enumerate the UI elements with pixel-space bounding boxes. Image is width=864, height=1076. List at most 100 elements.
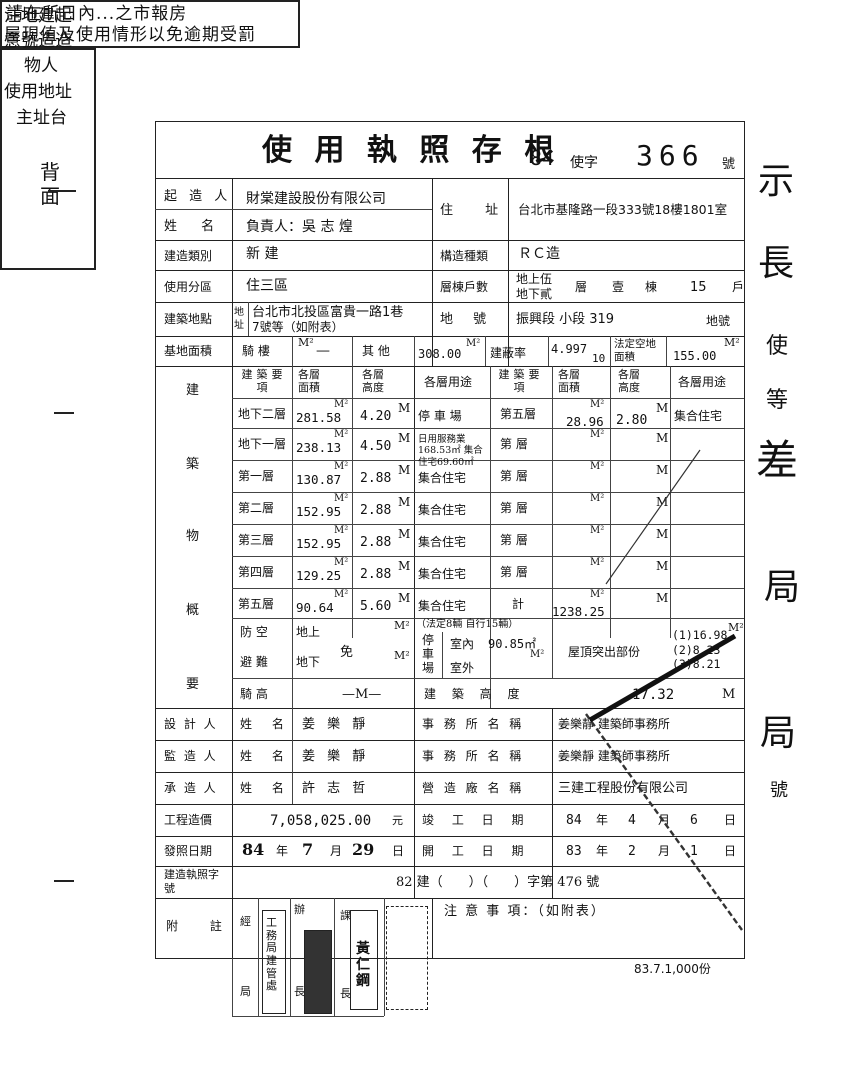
roof-label: 屋頂突出部份 [568,645,641,659]
margin-tick-3 [54,880,74,882]
other-value: 308.00 [418,347,462,361]
parking-indoor-label: 室內 [450,637,475,651]
floor-label: 地下二層 [238,407,287,421]
left-stamp-line-4: 使用地址 [4,82,72,102]
floor-height: 2.88 [360,471,392,486]
page-title: 使 用 執 照 存 根 [262,133,561,168]
remarks-notes: 注 意 事 項：（如附表） [444,904,606,919]
floor-height: 2.88 [360,503,392,518]
permit-number: 366 [636,139,705,172]
right-floor-area-unit: M² [590,525,605,536]
left-stamp-line-1: 注地建起 [4,6,72,26]
margin-char-6: 局 [764,567,801,608]
floor-height: 2.88 [360,535,392,550]
header-height-2: 各層高度 [618,368,640,395]
zone-value: 住三區 [246,278,288,294]
header-item: 建築要項 [241,368,287,395]
parking-note: （法定8輛 自行15輛） [416,619,519,630]
margin-char-1: 示 [758,161,795,202]
start-year-unit: 年 [596,844,609,858]
director-seal-text: 黃仁鋼 [356,941,370,990]
parking-label-a: 停 [422,633,435,647]
legal-open-unit: M² [724,336,740,349]
remarks-col-4: 長 [340,987,351,1000]
build-type-value: 新 建 [246,246,279,262]
contractor-name-label: 姓 名 [240,781,292,795]
right-floor-height-unit: M [656,463,669,477]
issue-year-unit: 年 [276,844,289,858]
floor-height-unit: M [398,401,411,415]
designer-office: 姜樂靜 建築師事務所 [558,717,670,731]
lot-number: 振興段 小段 319 [516,312,615,327]
floor-use: 集合住宅 [418,535,467,549]
arcade-value: — [316,343,330,359]
arcade-label: 騎 樓 [242,344,270,358]
stamp-line-1: 請在所日內...之市報房 [6,4,188,24]
floor-area-unit: M² [334,557,349,568]
floor-use: 停 車 場 [418,409,462,423]
floor-use: 集合住宅 [418,471,467,485]
right-floor-label: 第 層 [500,469,528,483]
roof-value-1: (1)16.98 [672,628,728,642]
arcade-height-value: —M— [342,687,382,702]
roof-value-3: (3)8.21 [672,657,721,671]
issue-label: 發照日期 [164,844,213,858]
right-floor-area-unit: M² [590,493,605,504]
margin-tick-1 [48,190,76,192]
floor-label: 第五層 [238,597,275,611]
contractor-name: 許 志 哲 [302,781,370,796]
right-floor-label: 第五層 [500,407,537,421]
roof-value-2: (2)8.23 [672,643,721,657]
unit-suffix: 戶 [732,280,745,294]
legal-open-label: 法定空地面積 [614,338,656,364]
remarks-col-1: 經 [240,915,251,928]
building-height-label: 建 築 高 度 [424,687,526,701]
zone-label: 使用分區 [164,280,213,294]
outline-side-5: 要 [186,677,200,692]
contractor-office: 三建工程股份有限公司 [558,781,689,796]
floor-label: 第四層 [238,565,275,579]
right-floor-area-unit: M² [590,461,605,472]
bldg-count: 壹 [612,280,625,294]
shelter-label-b: 避 難 [240,655,268,669]
right-floor-height-unit: M [656,559,669,573]
parking-outdoor-label: 室外 [450,661,475,675]
location-line-2: 7號等（如附表） [252,320,344,334]
coverage-label: 建蔽率 [490,346,527,360]
director-seal: 黃仁鋼 [350,910,378,1010]
outline-side-2: 築 [186,457,200,472]
supervisor-office-label: 事 務 所 名 稱 [422,749,525,763]
floor-area: 152.95 [296,536,342,551]
margin-char-8: 號 [770,780,788,801]
header-height: 各層高度 [362,368,384,395]
designer-name-label: 姓 名 [240,717,292,731]
supervisor-name-label: 姓 名 [240,749,292,763]
floor-height-unit: M [398,591,411,605]
parking-label-c: 場 [422,661,435,675]
date-seal [386,906,428,1010]
floor-area: 152.95 [296,504,342,519]
permit-year: 84 [530,146,555,170]
shelter-unit-b: M² [394,649,410,662]
completion-month: 4 [628,813,636,828]
permit-ref-label: 建造執照字號 [164,868,219,895]
start-year: 83 [566,844,582,859]
margin-char-2: 長 [758,243,795,284]
other-label: 其 他 [362,344,390,358]
header-use-2: 各層用途 [678,375,727,389]
margin-tick-2 [54,412,74,414]
start-month-unit: 月 [658,844,671,858]
address-tag: 地址 [234,307,244,331]
issue-month: 7 [302,840,314,859]
floor-label: 地下一層 [238,437,287,451]
floor-use: 集合住宅 [418,567,467,581]
ink-stroke [588,633,737,723]
right-floor-height-unit: M [656,591,669,605]
floor-area-unit: M² [334,493,349,504]
arcade-height-label: 騎 高 [240,687,268,701]
completion-year-unit: 年 [596,813,609,827]
build-type-label: 建造類別 [164,249,213,263]
left-stamp-line-5: 主址台 [16,108,67,128]
right-floor-label: 第 層 [500,437,528,451]
floor-label: 第一層 [238,469,275,483]
